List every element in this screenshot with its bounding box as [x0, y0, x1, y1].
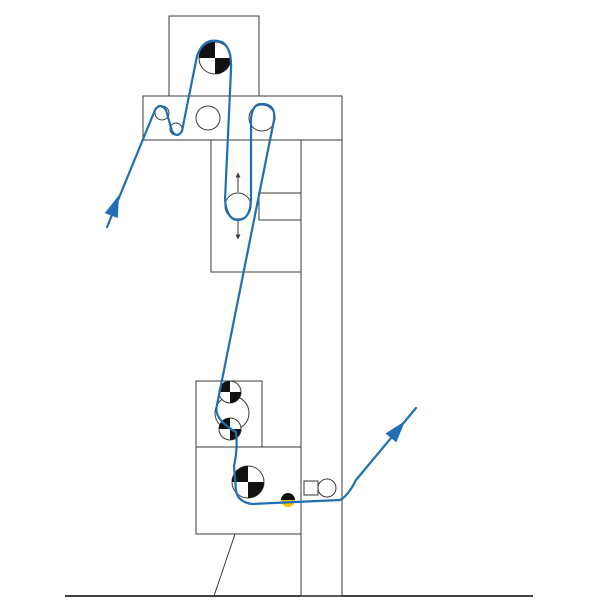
arrowhead-icon — [104, 195, 405, 443]
bottom-drive-housing — [195, 446, 302, 535]
dancer-slide — [258, 192, 302, 221]
idler-roll-center — [195, 105, 221, 131]
half-filled-circle-icon — [281, 493, 295, 507]
top-drive-roll — [198, 41, 232, 75]
web-inlet-arrow — [104, 195, 119, 219]
exit-roll-bracket — [303, 480, 319, 496]
upper-nip-drive-roll — [218, 380, 242, 404]
vertical-column — [300, 139, 343, 597]
web-sensor — [281, 493, 295, 507]
support-leg — [213, 533, 236, 597]
quartered-circle-icon — [198, 41, 265, 499]
web-path-line — [105, 39, 418, 506]
machine-frame — [142, 15, 343, 597]
idler-rolls — [154, 104, 337, 498]
exit-idler-roll — [317, 478, 337, 498]
bottom-drive-roll — [231, 465, 265, 499]
web-outlet-arrow — [385, 421, 405, 443]
